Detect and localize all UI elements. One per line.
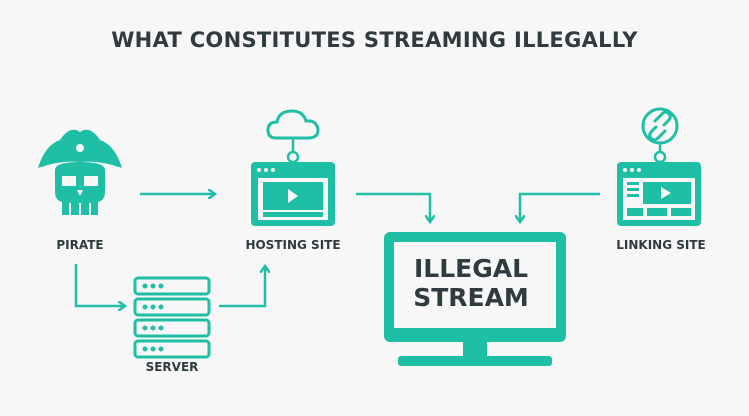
browser-video-icon <box>251 162 335 226</box>
linking-site-label: LINKING SITE <box>616 238 706 252</box>
arrow-server-to-hosting <box>219 267 265 308</box>
stream-line-2: STREAM <box>413 283 529 312</box>
hosting-site-label: HOSTING SITE <box>245 238 341 252</box>
arrow-linking-to-stream <box>520 192 600 221</box>
arrow-hosting-to-stream <box>356 192 430 221</box>
server-rack-icon <box>133 276 211 359</box>
pirate-skull-icon <box>38 129 122 215</box>
pirate-label: PIRATE <box>56 238 104 252</box>
illegal-stream-text: ILLEGAL STREAM <box>396 254 546 312</box>
linking-site-browser-icon <box>617 162 701 226</box>
monitor-icon <box>384 232 566 366</box>
server-label: SERVER <box>145 360 199 374</box>
diagram-title: WHAT CONSTITUTES STREAMING ILLEGALLY <box>111 28 638 52</box>
link-icon <box>641 107 679 164</box>
cloud-icon <box>266 109 320 164</box>
stream-line-1: ILLEGAL <box>413 254 529 283</box>
arrow-pirate-to-server <box>74 264 124 306</box>
